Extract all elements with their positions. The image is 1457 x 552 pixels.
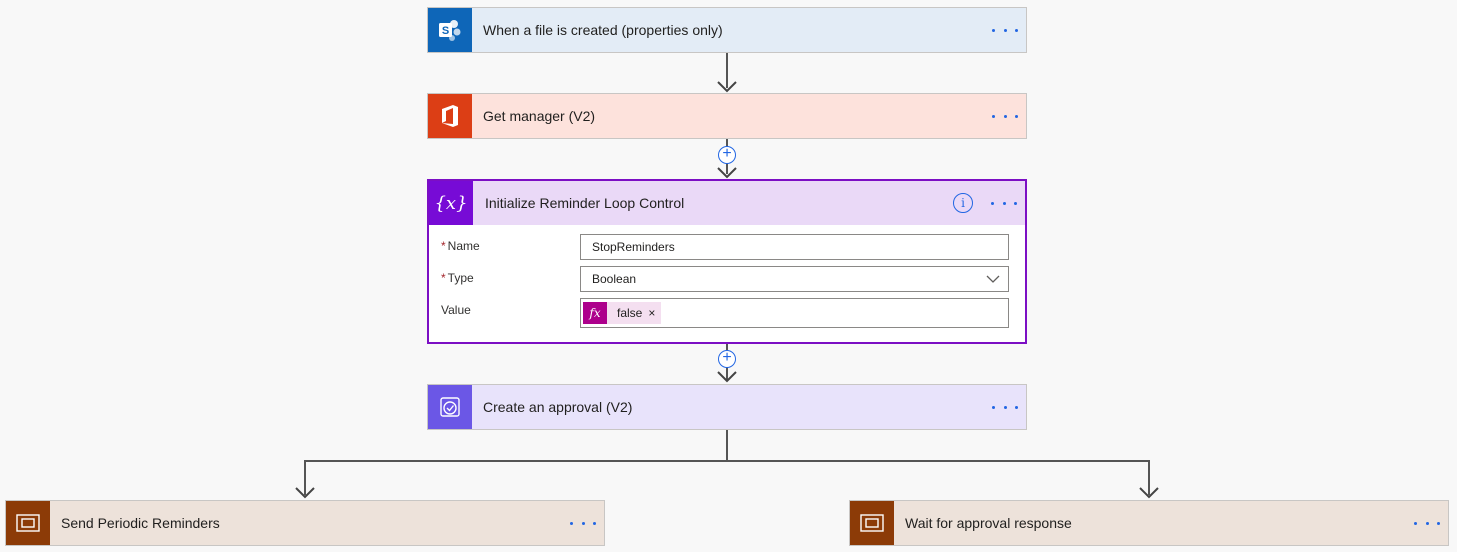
step-card-wait-for-approval[interactable]: Wait for approval response — [849, 500, 1449, 546]
value-label-text: Value — [441, 303, 471, 317]
svg-text:{x}: {x} — [435, 193, 467, 214]
more-options-button[interactable] — [991, 193, 1017, 213]
required-mark: * — [441, 271, 446, 285]
info-icon[interactable]: i — [953, 193, 973, 213]
add-step-plus-button[interactable]: + — [718, 350, 736, 368]
value-input[interactable]: fx false × — [580, 298, 1009, 328]
branch-line-right — [1148, 460, 1150, 495]
name-input[interactable]: StopReminders — [580, 234, 1009, 260]
sharepoint-icon: S — [428, 8, 472, 52]
arrow-down-icon — [717, 167, 737, 179]
name-row: *Name StopReminders — [441, 234, 1009, 260]
scope-icon — [850, 501, 894, 545]
name-label-text: Name — [447, 239, 480, 253]
step-title: Initialize Reminder Loop Control — [485, 195, 685, 211]
step-title: Wait for approval response — [905, 515, 1072, 531]
step-card-create-approval[interactable]: Create an approval (V2) — [427, 384, 1027, 430]
step-card-trigger[interactable]: S When a file is created (properties onl… — [427, 7, 1027, 53]
type-label-text: Type — [447, 271, 474, 285]
add-step-plus-button[interactable]: + — [718, 146, 736, 164]
chevron-down-icon — [986, 275, 1000, 283]
arrow-down-icon — [717, 371, 737, 383]
type-dropdown[interactable]: Boolean — [580, 266, 1009, 292]
expression-token[interactable]: fx false × — [583, 302, 662, 324]
step-card-initialize-variable[interactable]: {x} Initialize Reminder Loop Control i *… — [427, 179, 1027, 344]
name-label: *Name — [441, 239, 480, 253]
value-row: Value fx false × — [441, 298, 1009, 328]
more-options-button[interactable] — [570, 513, 596, 533]
arrow-down-icon — [1139, 487, 1159, 499]
svg-text:S: S — [442, 25, 449, 37]
scope-icon — [6, 501, 50, 545]
value-label: Value — [441, 303, 471, 317]
remove-token-button[interactable]: × — [648, 306, 656, 320]
step-title: Get manager (V2) — [483, 108, 596, 124]
step-header[interactable]: {x} Initialize Reminder Loop Control i — [429, 181, 1025, 225]
type-value: Boolean — [592, 272, 637, 286]
step-title: Send Periodic Reminders — [61, 515, 220, 531]
variable-icon: {x} — [429, 181, 473, 225]
branch-line-left — [304, 460, 306, 495]
type-label: *Type — [441, 271, 474, 285]
arrow-down-icon — [295, 487, 315, 499]
name-value: StopReminders — [592, 240, 675, 254]
more-options-button[interactable] — [992, 106, 1018, 126]
connector-line — [726, 52, 728, 88]
step-card-send-periodic-reminders[interactable]: Send Periodic Reminders — [5, 500, 605, 546]
type-row: *Type Boolean — [441, 266, 1009, 292]
approval-icon — [428, 385, 472, 429]
more-options-button[interactable] — [992, 20, 1018, 40]
expression-icon: fx — [583, 302, 607, 324]
step-card-get-manager[interactable]: Get manager (V2) — [427, 93, 1027, 139]
more-options-button[interactable] — [1414, 513, 1440, 533]
token-value: false — [617, 306, 643, 320]
step-title: Create an approval (V2) — [483, 399, 633, 415]
office-icon — [428, 94, 472, 138]
branch-line — [304, 460, 1150, 462]
step-title: When a file is created (properties only) — [483, 22, 723, 38]
more-options-button[interactable] — [992, 397, 1018, 417]
arrow-down-icon — [717, 81, 737, 93]
connector-line — [726, 430, 728, 461]
required-mark: * — [441, 239, 446, 253]
